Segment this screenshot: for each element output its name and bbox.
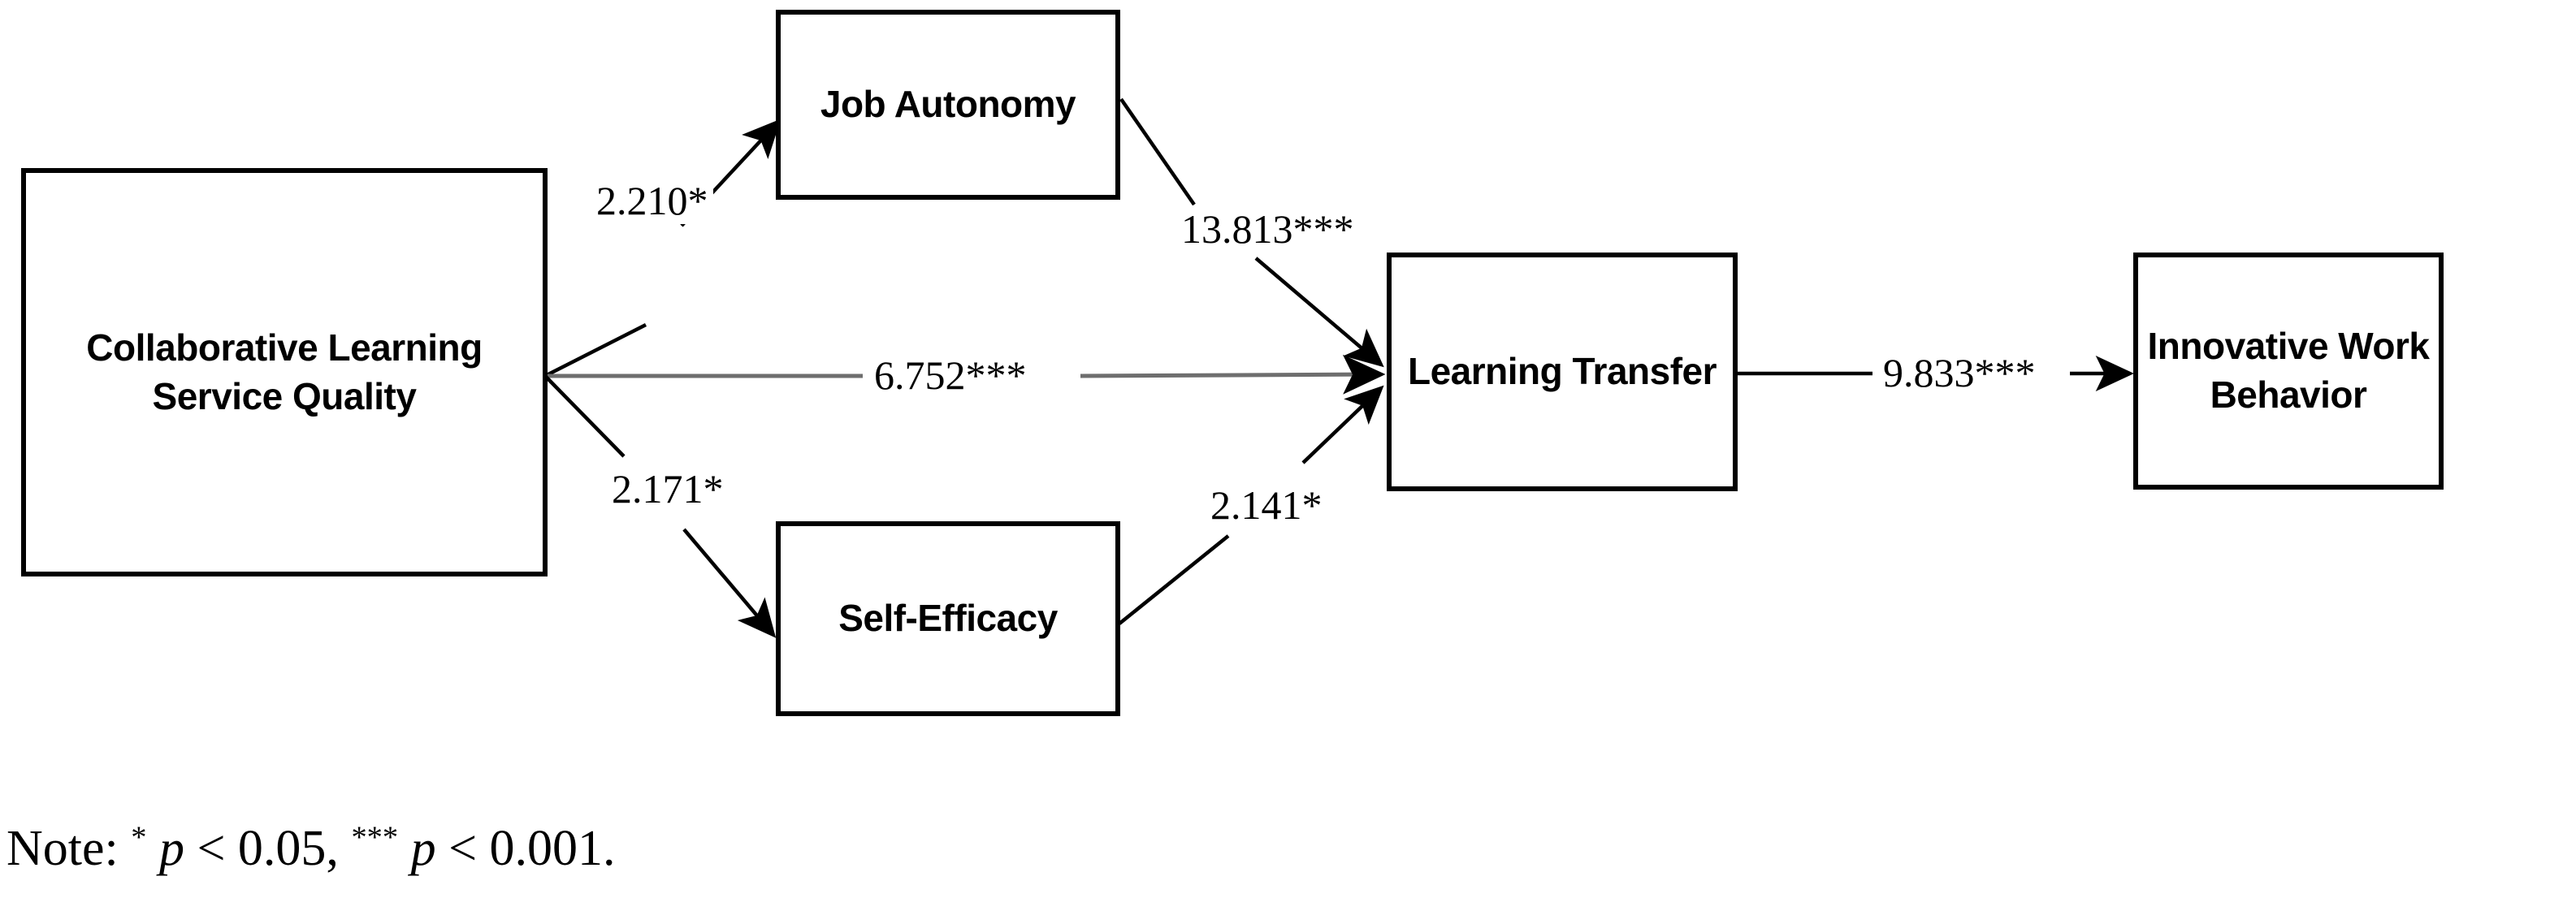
path-line-clsq-self-efficacy-b <box>682 528 777 638</box>
note-p-two: p <box>410 821 436 876</box>
note-p-one: p <box>158 821 184 876</box>
path-line-job-autonomy-learning-transfer-b <box>1254 257 1384 368</box>
path-line-clsq-self-efficacy-a <box>543 374 626 458</box>
node-learning-transfer[interactable]: Learning Transfer <box>1387 253 1738 491</box>
path-label-learning-transfer-iwb: 9.833*** <box>1878 349 2041 396</box>
path-label-clsq-job-autonomy: 2.210* <box>591 177 713 224</box>
node-collaborative-learning-service-quality[interactable]: Collaborative Learning Service Quality <box>21 168 548 576</box>
path-line-clsq-job-autonomy-a <box>543 322 647 378</box>
node-job-autonomy[interactable]: Job Autonomy <box>776 10 1120 200</box>
node-label-job-autonomy: Job Autonomy <box>820 83 1076 126</box>
node-label-innovative-work-behavior: Innovative Work Behavior <box>2147 325 2430 416</box>
node-label-clsq: Collaborative Learning Service Quality <box>86 326 483 417</box>
node-label-self-efficacy: Self-Efficacy <box>838 597 1058 640</box>
node-label-learning-transfer: Learning Transfer <box>1407 350 1717 393</box>
path-label-clsq-self-efficacy: 2.171* <box>607 465 729 512</box>
node-self-efficacy[interactable]: Self-Efficacy <box>776 521 1120 716</box>
path-label-clsq-learning-transfer: 6.752*** <box>869 352 1032 399</box>
path-line-self-efficacy-learning-transfer-b <box>1301 385 1384 464</box>
note-star-two: *** <box>351 820 399 855</box>
path-line-self-efficacy-learning-transfer-a <box>1118 534 1230 625</box>
path-line-job-autonomy-learning-transfer-a <box>1119 97 1196 206</box>
note-significance: Note: * p < 0.05, *** p < 0.001. <box>6 820 616 878</box>
note-prefix: Note: <box>6 821 132 876</box>
node-innovative-work-behavior[interactable]: Innovative Work Behavior <box>2133 253 2444 490</box>
path-label-self-efficacy-learning-transfer: 2.141* <box>1206 481 1327 529</box>
path-line-clsq-learning-transfer-b <box>1080 354 1386 395</box>
note-star-one: * <box>131 820 147 855</box>
path-label-job-autonomy-learning-transfer: 13.813*** <box>1176 205 1359 253</box>
note-cond-two: < 0.001. <box>435 821 616 876</box>
note-cond-one: < 0.05, <box>184 821 352 876</box>
